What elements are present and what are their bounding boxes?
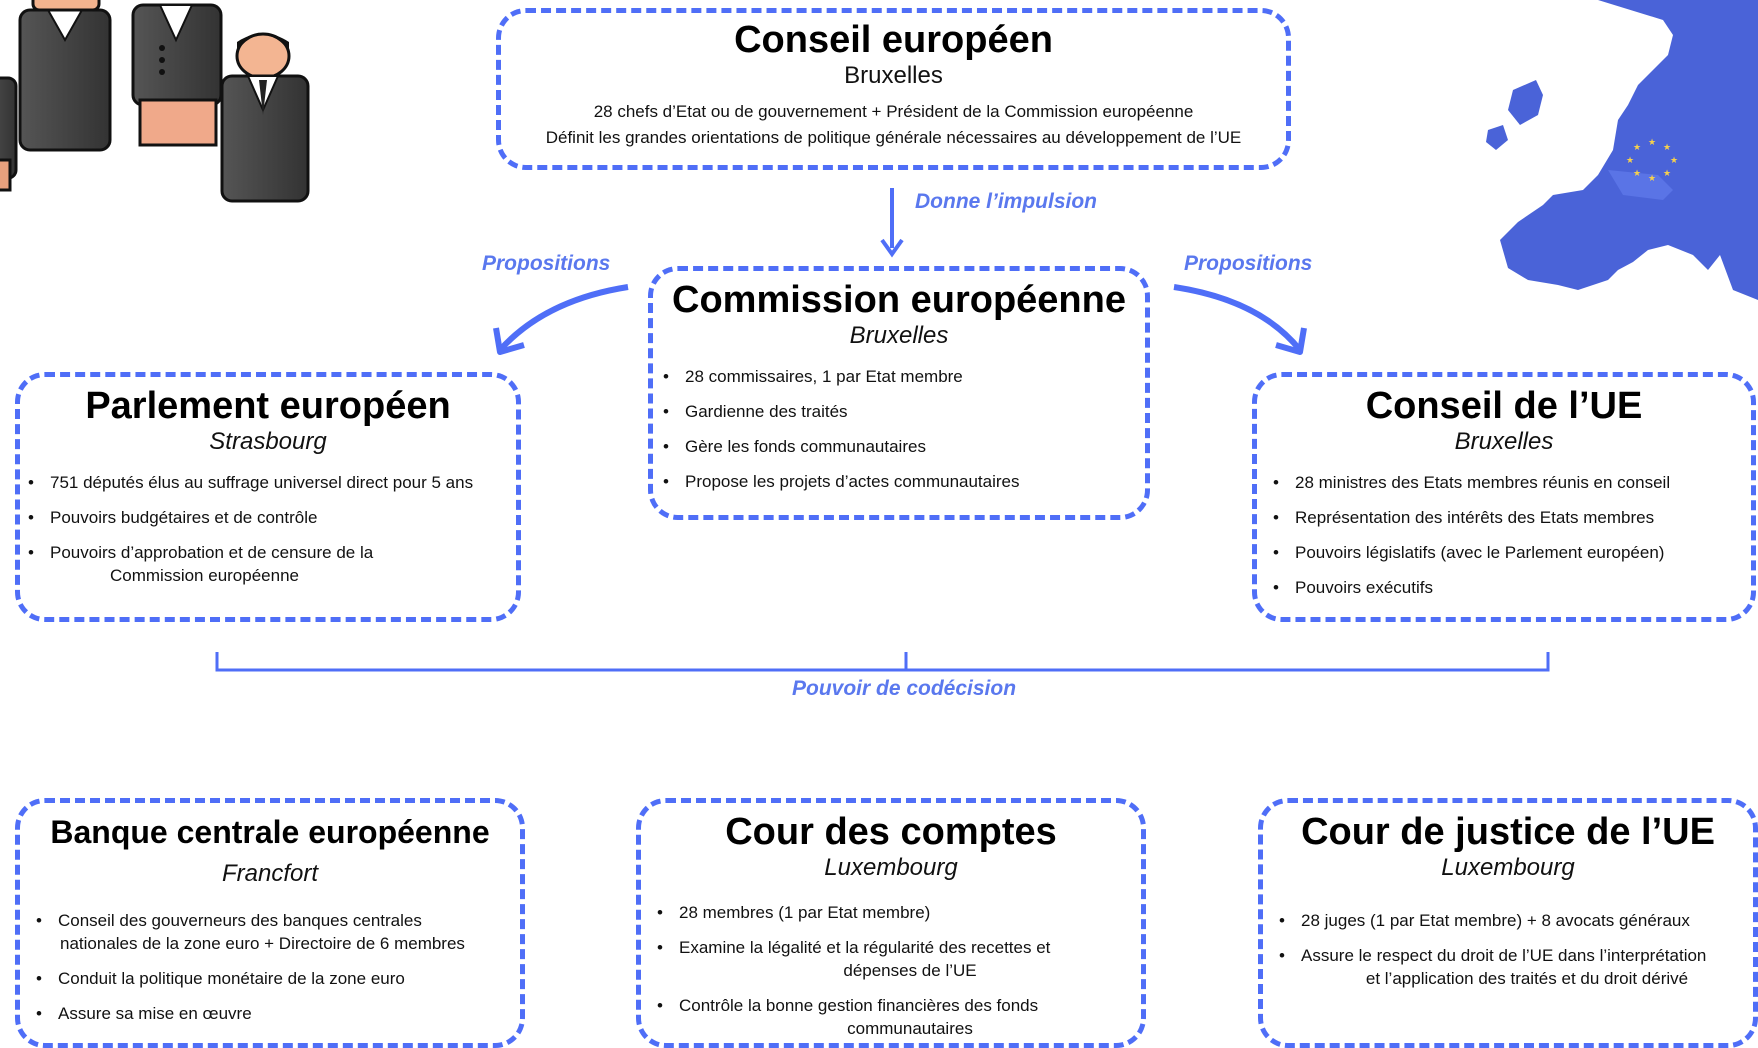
svg-text:★: ★ xyxy=(1626,156,1634,166)
svg-text:★: ★ xyxy=(1670,156,1678,166)
cour-comptes-title: Cour des comptes xyxy=(725,811,1057,853)
list-item: Conseil des gouverneurs des banques cent… xyxy=(28,909,520,955)
conseil-europeen-description: 28 chefs d’Etat ou de gouvernement + Pré… xyxy=(501,99,1286,151)
propositions-left-label: Propositions xyxy=(482,252,611,275)
cour-justice-title: Cour de justice de l’UE xyxy=(1301,811,1715,853)
cour-comptes-list: 28 membres (1 par Etat membre) Examine l… xyxy=(641,901,1141,1040)
conseil-europeen-desc-line2: Définit les grandes orientations de poli… xyxy=(545,128,1242,147)
list-item: 28 membres (1 par Etat membre) xyxy=(649,901,1141,924)
list-item-line: Commission européenne xyxy=(110,566,299,585)
list-item: Assure le respect du droit de l’UE dans … xyxy=(1271,944,1753,990)
list-item: 28 ministres des Etats membres réunis en… xyxy=(1265,471,1751,494)
conseil-europeen-desc-line1: 28 chefs d’Etat ou de gouvernement + Pré… xyxy=(593,102,1194,121)
list-item-line: nationales de la zone euro + Directoire … xyxy=(60,934,465,953)
impulsion-arrowhead xyxy=(880,238,904,258)
cour-justice-box: Cour de justice de l’UE Luxembourg 28 ju… xyxy=(1258,798,1758,1048)
commission-box: Commission européenne Bruxelles 28 commi… xyxy=(648,266,1150,520)
commission-city: Bruxelles xyxy=(849,322,949,349)
conseil-ue-title: Conseil de l’UE xyxy=(1365,385,1643,427)
parlement-title: Parlement européen xyxy=(85,385,451,427)
parlement-city: Strasbourg xyxy=(209,428,327,455)
list-item-line: Pouvoirs d’approbation et de censure de … xyxy=(50,543,374,562)
parlement-box: Parlement européen Strasbourg 751 député… xyxy=(15,372,521,622)
cour-justice-city: Luxembourg xyxy=(1441,854,1575,881)
conseil-ue-list: 28 ministres des Etats membres réunis en… xyxy=(1257,471,1751,599)
people-illustration xyxy=(0,0,310,203)
cour-comptes-city: Luxembourg xyxy=(824,854,958,881)
list-item: Pouvoirs budgétaires et de contrôle xyxy=(20,506,516,529)
commission-list: 28 commissaires, 1 par Etat membre Gardi… xyxy=(653,365,1145,493)
list-item: 28 juges (1 par Etat membre) + 8 avocats… xyxy=(1271,909,1753,932)
list-item: Assure sa mise en œuvre xyxy=(28,1002,520,1025)
list-item: Pouvoirs législatifs (avec le Parlement … xyxy=(1265,541,1751,564)
codecision-label: Pouvoir de codécision xyxy=(792,677,1017,700)
svg-text:★: ★ xyxy=(1663,143,1671,153)
codecision-bracket xyxy=(215,652,1550,672)
cour-justice-list: 28 juges (1 par Etat membre) + 8 avocats… xyxy=(1263,909,1753,990)
svg-text:★: ★ xyxy=(1633,143,1641,153)
list-item: Gardienne des traités xyxy=(655,400,1145,423)
bce-list: Conseil des gouverneurs des banques cent… xyxy=(20,909,520,1025)
europe-map-image: ★ ★ ★ ★ ★ ★ ★ ★ xyxy=(1486,0,1758,300)
list-item: Pouvoirs exécutifs xyxy=(1265,576,1751,599)
list-item: Pouvoirs d’approbation et de censure de … xyxy=(20,541,516,587)
svg-text:★: ★ xyxy=(1633,169,1641,179)
list-item-line: communautaires xyxy=(847,1019,973,1038)
propositions-right-arrow xyxy=(1173,284,1303,352)
propositions-left-arrow xyxy=(497,284,629,353)
list-item-line: Assure le respect du droit de l’UE dans … xyxy=(1301,946,1707,965)
conseil-europeen-title: Conseil européen xyxy=(734,19,1053,61)
list-item: 28 commissaires, 1 par Etat membre xyxy=(655,365,1145,388)
svg-text:★: ★ xyxy=(1648,138,1656,148)
conseil-europeen-city: Bruxelles xyxy=(844,62,943,89)
conseil-europeen-box: Conseil européen Bruxelles 28 chefs d’Et… xyxy=(496,8,1291,170)
conseil-ue-box: Conseil de l’UE Bruxelles 28 ministres d… xyxy=(1252,372,1756,622)
list-item-line: Conseil des gouverneurs des banques cent… xyxy=(58,911,422,930)
parlement-list: 751 députés élus au suffrage universel d… xyxy=(20,471,516,587)
list-item: 751 députés élus au suffrage universel d… xyxy=(20,471,516,494)
list-item-line: Examine la légalité et la régularité des… xyxy=(679,938,1051,957)
svg-text:★: ★ xyxy=(1663,169,1671,179)
list-item-line: Contrôle la bonne gestion financières de… xyxy=(679,996,1039,1015)
propositions-right-arrowhead xyxy=(1275,327,1307,355)
conseil-ue-city: Bruxelles xyxy=(1454,428,1554,455)
list-item: Examine la légalité et la régularité des… xyxy=(649,936,1141,982)
list-item-line: dépenses de l’UE xyxy=(843,961,977,980)
list-item: Propose les projets d’actes communautair… xyxy=(655,470,1145,493)
propositions-left-arrowhead xyxy=(493,327,525,355)
list-item: Représentation des intérêts des Etats me… xyxy=(1265,506,1751,529)
impulsion-label: Donne l’impulsion xyxy=(915,190,1097,213)
bce-title: Banque centrale européenne xyxy=(50,814,490,850)
commission-title: Commission européenne xyxy=(672,279,1126,321)
list-item: Conduit la politique monétaire de la zon… xyxy=(28,967,520,990)
bce-city: Francfort xyxy=(221,860,319,887)
list-item: Gère les fonds communautaires xyxy=(655,435,1145,458)
propositions-right-label: Propositions xyxy=(1184,252,1313,275)
list-item: Contrôle la bonne gestion financières de… xyxy=(649,994,1141,1040)
cour-comptes-box: Cour des comptes Luxembourg 28 membres (… xyxy=(636,798,1146,1048)
bce-box: Banque centrale européenne Francfort Con… xyxy=(15,798,525,1048)
list-item-line: et l’application des traités et du droit… xyxy=(1365,969,1689,988)
svg-text:★: ★ xyxy=(1648,174,1656,184)
